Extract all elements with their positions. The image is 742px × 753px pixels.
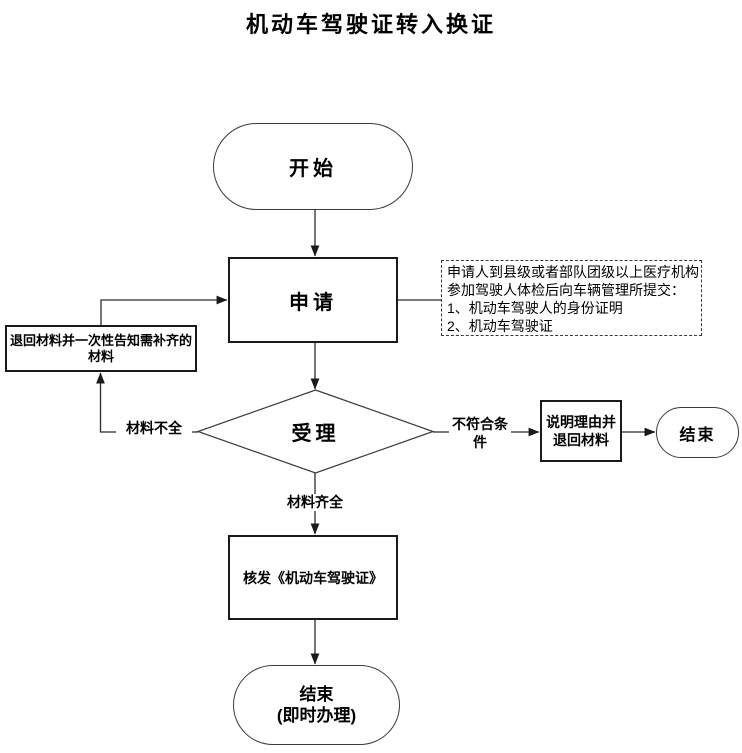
node-explain-return: 说明理由并 退回材料: [540, 400, 622, 462]
accept-diamond-shape: [196, 389, 435, 474]
note-line: 参加驾驶人体检后向车辆管理所提交：: [447, 282, 685, 298]
node-end-bottom-line: 结束: [299, 685, 334, 704]
node-start-label: 开始: [289, 158, 337, 180]
node-end-right: 结束: [656, 407, 739, 458]
node-return-materials-line: 材料: [87, 348, 114, 364]
node-explain-return-line: 说明理由并: [546, 414, 616, 430]
note-required-documents: 申请人到县级或者部队团级以上医疗机构 参加驾驶人体检后向车辆管理所提交： 1、机…: [441, 260, 702, 336]
node-issue-license: 核发《机动车驾驶证》: [228, 535, 398, 620]
node-accept: 受理: [198, 390, 433, 473]
node-end-bottom-line: (即时办理): [276, 706, 357, 725]
node-apply: 申请: [228, 257, 398, 343]
note-line: 申请人到县级或者部队团级以上医疗机构: [447, 264, 699, 280]
edge-label-materials-incomplete: 材料不全: [116, 420, 192, 437]
page-title: 机动车驾驶证转入换证: [245, 12, 496, 37]
node-issue-license-label: 核发《机动车驾驶证》: [243, 569, 383, 586]
node-apply-label: 申请: [289, 291, 337, 314]
node-end-bottom: 结束 (即时办理): [233, 665, 400, 745]
node-start: 开始: [213, 123, 413, 210]
node-accept-label: 受理: [291, 423, 340, 445]
note-line: 1、机动车驾驶人的身份证明: [447, 300, 623, 316]
node-return-materials-line: 退回材料并一次性告知需补齐的: [9, 332, 192, 348]
node-return-materials: 退回材料并一次性告知需补齐的 材料: [5, 325, 197, 372]
node-end-right-label: 结束: [679, 426, 716, 444]
node-explain-return-line: 退回材料: [553, 432, 609, 448]
note-line: 2、机动车驾驶证: [447, 318, 553, 334]
edge-return-to-apply: [100, 295, 228, 325]
edge-label-materials-complete: 材料齐全: [283, 494, 347, 511]
edge-label-not-qualified: 不符合条件: [449, 415, 511, 451]
